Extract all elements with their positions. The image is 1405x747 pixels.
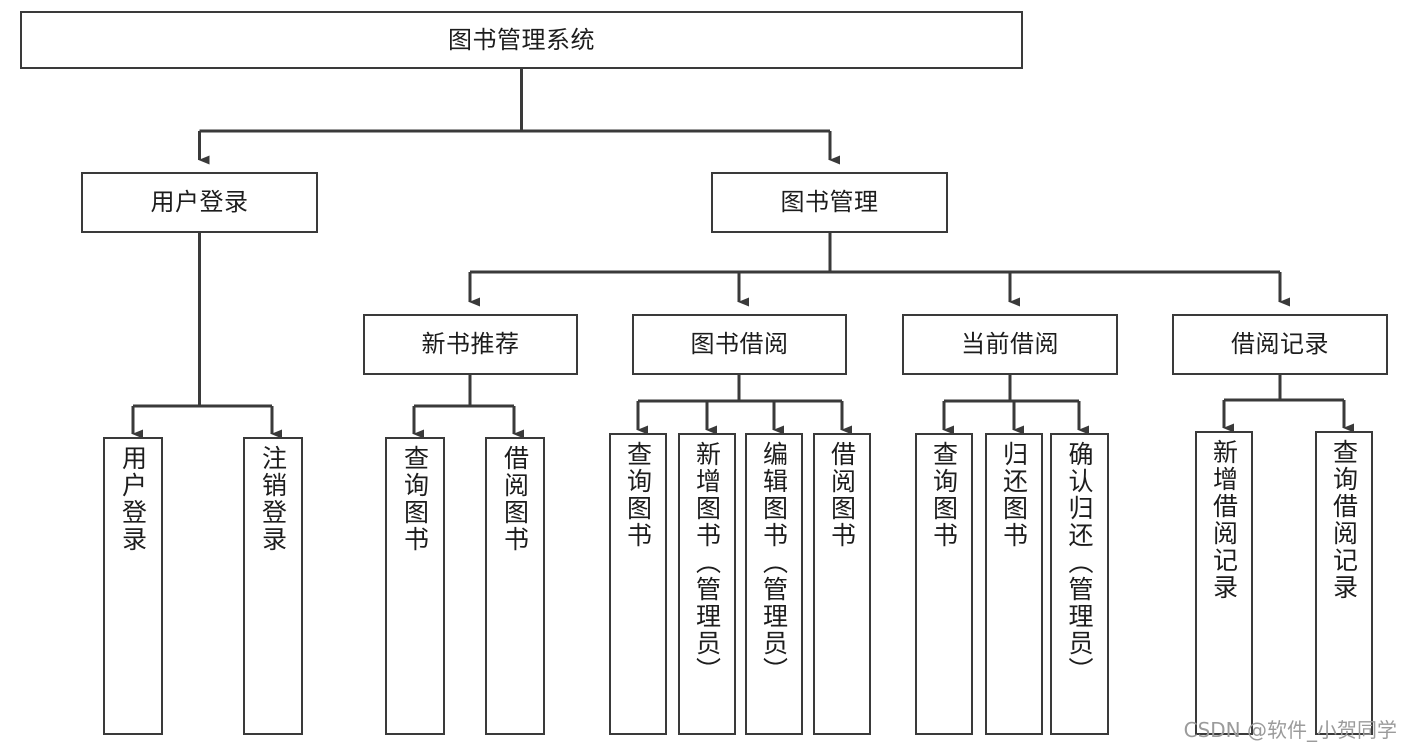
node-user-login[interactable]: 用户登录 [81,172,318,233]
node-current-borrow[interactable]: 当前借阅 [902,314,1118,375]
node-label: 查询借阅记录 [1329,439,1359,601]
watermark-text: CSDN @软件_小贺同学 [1183,718,1397,742]
node-label: 归还图书 [999,441,1029,549]
node-leaf-query-borrow-record[interactable]: 查询借阅记录 [1315,431,1373,735]
node-leaf-query-book[interactable]: 查询图书 [609,433,667,735]
node-label: 查询图书 [400,445,430,553]
node-label: 图书借阅 [690,330,789,359]
node-label: 借阅记录 [1231,330,1329,359]
node-label: 新增借阅记录 [1209,439,1239,601]
node-borrow-record[interactable]: 借阅记录 [1172,314,1388,375]
node-label: 当前借阅 [961,330,1059,359]
node-leaf-edit-book-admin[interactable]: 编辑图书（管理员） [745,433,803,735]
node-label: 图书管理系统 [448,25,595,54]
node-label: 确认归还（管理员） [1065,441,1094,684]
node-label: 图书管理 [780,188,879,217]
node-label: 查询图书 [929,441,959,549]
node-leaf-query-book-current[interactable]: 查询图书 [915,433,973,735]
node-label: 借阅图书 [500,445,530,553]
node-label: 用户登录 [150,188,249,217]
node-book-borrow[interactable]: 图书借阅 [632,314,847,375]
node-leaf-return-book[interactable]: 归还图书 [985,433,1043,735]
node-leaf-borrow-book-recommend[interactable]: 借阅图书 [485,437,545,735]
node-leaf-add-book-admin[interactable]: 新增图书（管理员） [678,433,736,735]
node-leaf-user-login[interactable]: 用户登录 [103,437,163,735]
node-root-book-management-system[interactable]: 图书管理系统 [20,11,1023,69]
node-label: 用户登录 [118,445,148,553]
node-label: 编辑图书（管理员） [759,441,789,684]
node-new-book-recommend[interactable]: 新书推荐 [363,314,578,375]
node-book-management[interactable]: 图书管理 [711,172,948,233]
node-label: 借阅图书 [827,441,857,549]
node-leaf-logout[interactable]: 注销登录 [243,437,303,735]
node-leaf-confirm-return-admin[interactable]: 确认归还（管理员） [1050,433,1109,735]
node-label: 新增图书（管理员） [692,441,722,684]
node-label: 查询图书 [623,441,653,549]
node-leaf-borrow-book[interactable]: 借阅图书 [813,433,871,735]
node-leaf-query-book-recommend[interactable]: 查询图书 [385,437,445,735]
node-label: 注销登录 [258,445,288,553]
node-label: 新书推荐 [421,330,520,359]
node-leaf-add-borrow-record[interactable]: 新增借阅记录 [1195,431,1253,735]
